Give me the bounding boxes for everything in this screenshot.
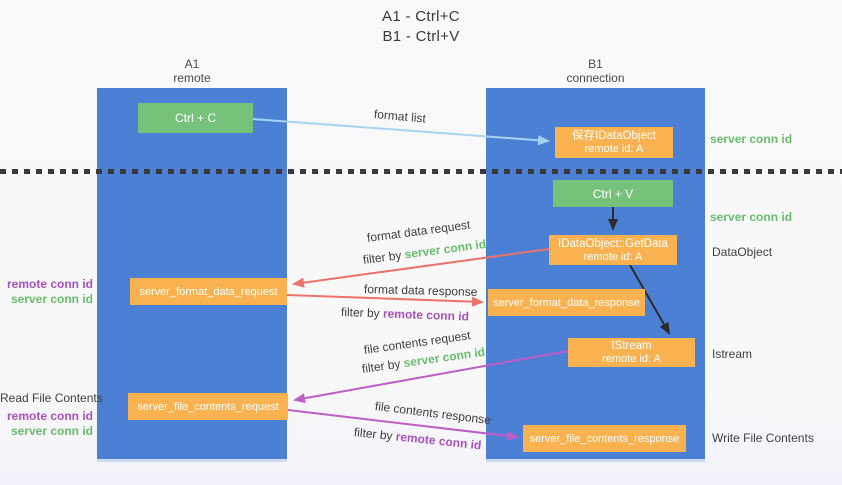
annotation-istream: Istream [712,347,753,361]
node-server-format-data-response: server_format_data_response [488,289,645,316]
annotation-read-file-contents: Read File Contents [0,391,103,405]
annotation-server-conn-id-top: server conn id [710,132,793,146]
label-format-data-response: format data response [363,282,478,299]
node-istream-sub: remote id: A [602,353,661,365]
filter-prefix: filter by [361,356,405,376]
filter-prefix: filter by [353,425,397,444]
label-file-contents-response: file contents response [374,399,492,428]
node-istream-label: IStream [611,340,652,352]
annotation-server-conn-id-mid: server conn id [710,210,793,224]
node-istream: IStream remote id: A [568,338,695,367]
label-filter-by-remote-conn-id-1: filter by remote conn id [341,305,469,323]
node-server-format-data-request: server_format_data_request [130,278,287,305]
column-b-name: B1 [588,57,603,71]
label-filter-by-remote-conn-id-2: filter by remote conn id [353,425,482,452]
page-title-line1: A1 - Ctrl+C [382,8,460,25]
annotation-dataobject: DataObject [712,245,773,259]
node-server-file-contents-response: server_file_contents_response [523,425,686,452]
filter-key-remote-conn-id: remote conn id [395,429,483,453]
page-title-line2: B1 - Ctrl+V [382,28,460,45]
column-b-header: B1 connection [486,57,705,85]
label-format-list: format list [373,107,427,126]
annotation-server-conn-id-1: server conn id [10,292,93,306]
node-save-dataobject-sub: remote id: A [584,143,644,155]
filter-prefix: filter by [340,305,384,321]
column-a-role: remote [173,71,211,85]
annotation-remote-conn-id-2: remote conn id [6,409,93,423]
node-save-dataobject: 保存IDataObject remote id: A [555,127,673,158]
filter-key-server-conn-id: server conn id [403,236,487,262]
node-getdata-label: IDataObject::GetData [558,237,668,250]
node-ctrl-c: Ctrl + C [138,103,253,133]
annotation-write-file-contents: Write File Contents [712,431,814,445]
filter-prefix: filter by [362,247,406,267]
node-save-dataobject-label: 保存IDataObject [572,130,656,142]
node-getdata-sub: remote id: A [583,250,643,263]
column-a-name: A1 [184,57,200,71]
annotation-remote-conn-id-1: remote conn id [6,277,93,291]
annotation-server-conn-id-2: server conn id [10,424,93,438]
node-ctrl-v: Ctrl + V [553,180,673,207]
node-server-file-contents-request: server_file_contents_request [128,393,288,420]
phase-separator-dotted-line [0,169,842,174]
column-a-header: A1 remote [97,57,287,85]
filter-key-remote-conn-id: remote conn id [382,306,470,324]
column-b-role: connection [566,71,625,85]
node-getdata: IDataObject::GetData remote id: A [549,235,677,265]
